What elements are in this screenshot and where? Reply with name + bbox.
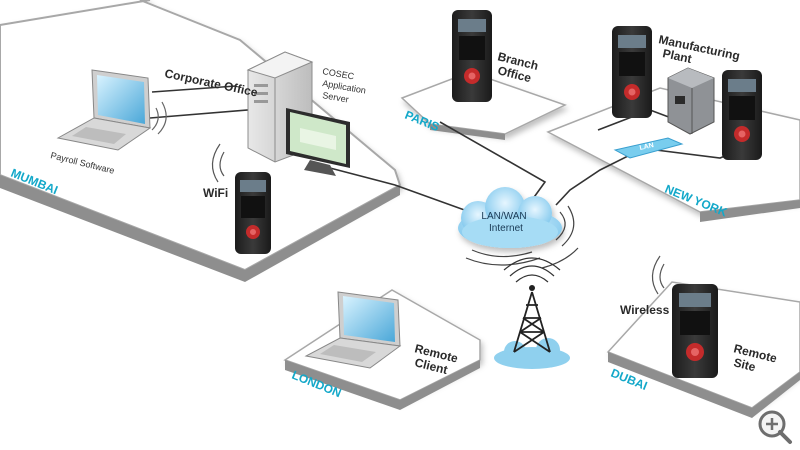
zoom-magnifier-icon xyxy=(758,410,792,444)
wifi-waves-icon xyxy=(211,143,225,183)
manufacturing-plant-label-line2: Plant xyxy=(661,46,693,66)
lan-wan-cloud xyxy=(458,187,562,248)
lan-tag: LAN xyxy=(613,137,684,159)
server-label-line3: Server xyxy=(322,90,350,104)
remote-site-label-line2: Site xyxy=(732,355,757,374)
platform-mumbai xyxy=(0,0,402,282)
terminal-new-york-1-icon xyxy=(612,26,652,118)
payroll-laptop-icon xyxy=(56,69,167,151)
lan-tag-label: LAN xyxy=(639,142,655,152)
cloud-wireless-waves-icon xyxy=(465,205,579,269)
zoom-button[interactable] xyxy=(756,406,796,446)
remote-client-laptop-icon xyxy=(304,291,402,369)
dubai-wireless-waves-icon xyxy=(651,255,665,295)
terminal-mumbai-icon xyxy=(235,172,271,254)
platform-paris xyxy=(400,71,567,140)
wireless-label: Wireless xyxy=(620,303,670,317)
controller-unit-icon xyxy=(667,67,715,135)
wifi-label: WiFi xyxy=(203,186,228,200)
terminal-new-york-2-icon xyxy=(722,70,762,160)
cell-tower-icon xyxy=(494,257,570,369)
cloud-label-line2: Internet xyxy=(489,223,523,234)
monitor-icon xyxy=(286,108,350,176)
terminal-dubai-icon xyxy=(672,284,718,378)
cloud-label-line1: LAN/WAN xyxy=(481,211,526,222)
terminal-paris-icon xyxy=(452,10,492,102)
